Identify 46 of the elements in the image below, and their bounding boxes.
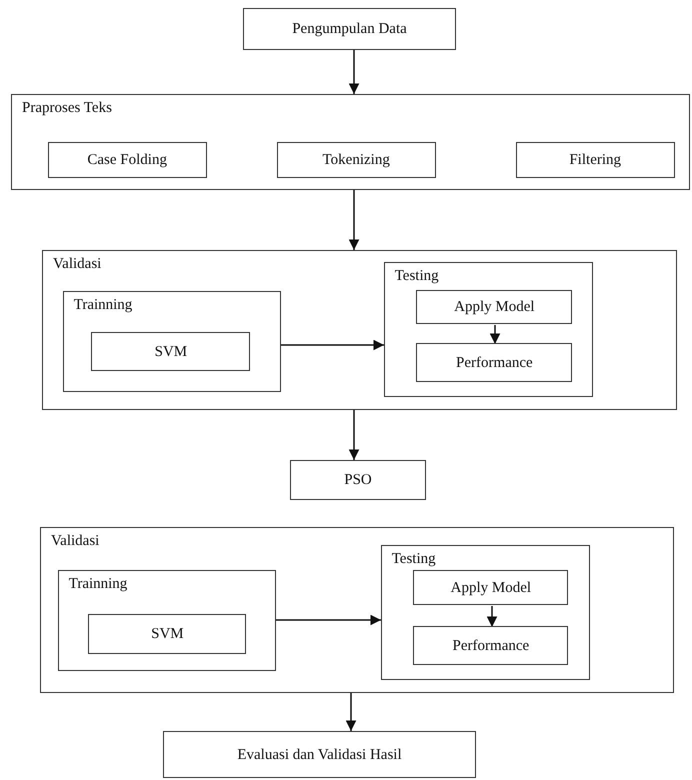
process-box xyxy=(243,8,456,50)
box-label: Pengumpulan Data xyxy=(291,20,408,38)
group-box xyxy=(11,94,690,190)
process-box xyxy=(276,142,436,178)
group-title: Validasi xyxy=(53,255,102,273)
process-box xyxy=(48,142,207,178)
process-box xyxy=(163,731,476,778)
box-label: SVM xyxy=(154,342,188,361)
box-label: Performance xyxy=(455,354,534,372)
group-title: Testing xyxy=(394,266,439,285)
arrow xyxy=(348,50,360,94)
group-title: Testing xyxy=(392,550,436,568)
box-label: Filtering xyxy=(568,150,622,169)
box-label: Apply Model xyxy=(453,298,536,316)
process-box xyxy=(91,332,250,372)
group-box xyxy=(380,544,590,680)
arrow xyxy=(346,693,356,731)
box-label: Case Folding xyxy=(86,150,168,169)
arrow xyxy=(348,190,360,250)
arrow xyxy=(490,325,500,344)
box-label: SVM xyxy=(150,625,185,644)
group-box xyxy=(40,527,674,693)
box-label: Tokenizing xyxy=(322,150,391,169)
group-title: Trainning xyxy=(74,296,132,314)
process-box xyxy=(290,460,426,500)
group-box xyxy=(58,570,276,671)
process-box xyxy=(516,142,675,178)
process-box xyxy=(88,614,246,654)
process-box xyxy=(416,290,572,324)
group-box xyxy=(42,250,677,410)
box-label: Performance xyxy=(452,636,530,655)
group-title: Praproses Teks xyxy=(22,99,112,117)
box-label: Apply Model xyxy=(450,578,532,597)
arrow xyxy=(348,410,360,460)
process-box xyxy=(413,570,568,606)
arrow xyxy=(276,614,381,626)
box-label: PSO xyxy=(343,471,373,489)
group-title: Validasi xyxy=(51,532,100,550)
process-box xyxy=(413,626,568,666)
arrow xyxy=(486,606,498,627)
arrow xyxy=(281,340,384,350)
process-box xyxy=(416,343,572,382)
group-title: Trainning xyxy=(68,574,128,593)
group-box xyxy=(384,262,593,397)
group-box xyxy=(62,290,281,392)
box-label: Evaluasi dan Validasi Hasil xyxy=(236,746,403,764)
